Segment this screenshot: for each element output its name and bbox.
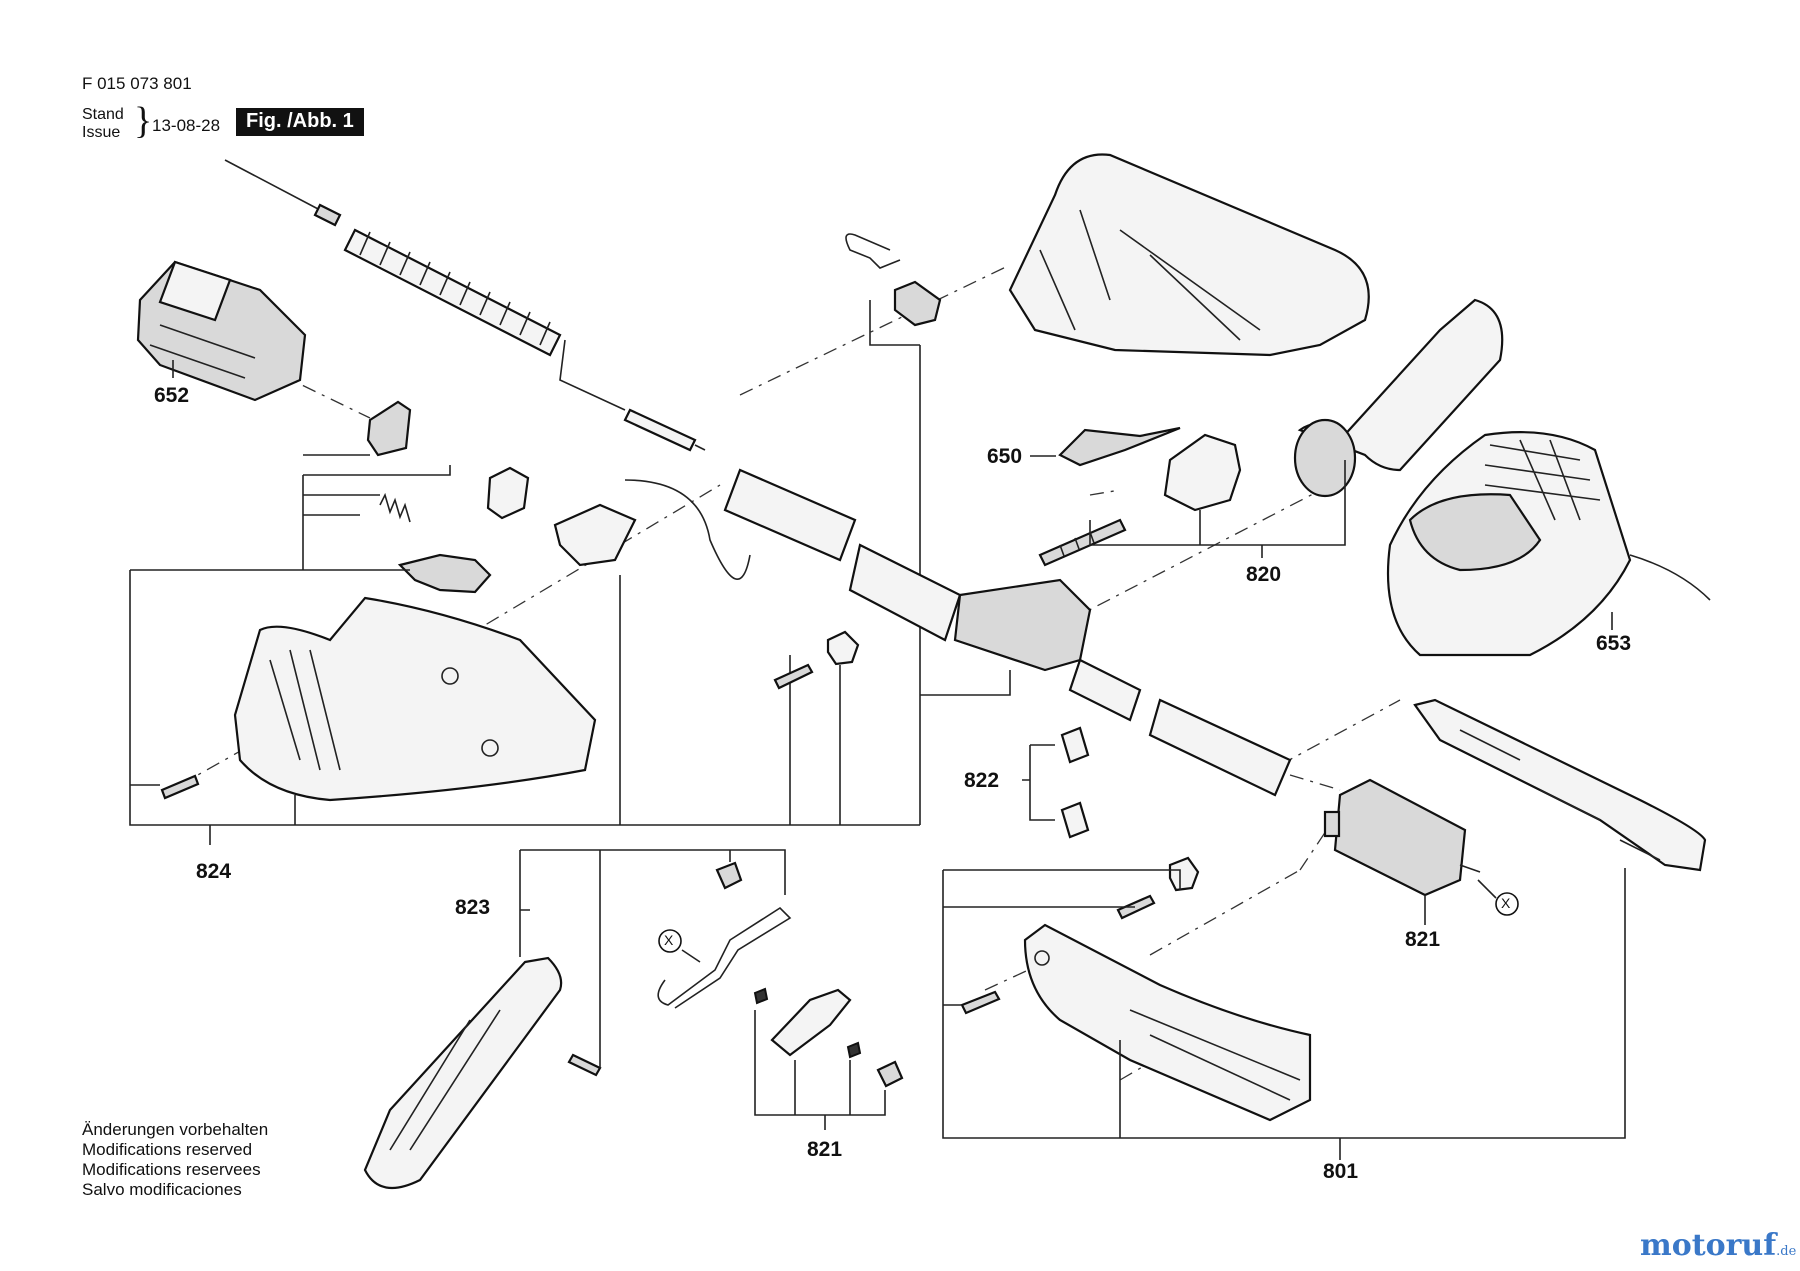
- watermark-brand: motoruf: [1640, 1228, 1777, 1263]
- stand-label: Stand: [82, 106, 124, 123]
- seal-part: [753, 987, 862, 1059]
- motor-part: [1323, 778, 1481, 897]
- left-housing-shell-part: [233, 596, 597, 802]
- axis-line: [1279, 699, 1401, 766]
- callout-820: 820: [1246, 563, 1282, 586]
- x-marker-left-label: X: [664, 932, 674, 948]
- axis-line: [1289, 774, 1341, 791]
- screw-part: [773, 663, 814, 690]
- assembly-bracket-824: [129, 345, 921, 826]
- callout-821-right: 821: [1405, 928, 1441, 951]
- screw-part: [567, 1053, 602, 1077]
- side-cover-part: [363, 956, 563, 1190]
- assembly-bracket: [869, 300, 920, 346]
- auxiliary-handle-part: [1293, 298, 1504, 498]
- led-holder-part: [553, 479, 751, 580]
- stand-issue-labels: Stand Issue: [82, 106, 124, 142]
- axis-line: [1299, 824, 1331, 871]
- issue-date: 13-08-28: [152, 116, 221, 135]
- assembly-bracket-801: [942, 868, 1626, 1139]
- callout-801: 801: [1323, 1160, 1359, 1183]
- lever-part: [1058, 426, 1181, 467]
- axis-line: [459, 484, 721, 641]
- watermark-tld: .de: [1776, 1244, 1797, 1259]
- callout-823: 823: [455, 896, 491, 919]
- leader-line: [1477, 879, 1497, 899]
- assembly-bracket: [920, 670, 1011, 696]
- callout-650: 650: [987, 445, 1023, 468]
- switch-part: [770, 988, 852, 1057]
- x-marker: [1495, 892, 1519, 916]
- switch-clip-part: [366, 400, 412, 457]
- housing-rail-part: [1413, 698, 1707, 872]
- note-line-es: Salvo modificaciones: [82, 1180, 242, 1199]
- assembly-bracket-822: [1022, 744, 1055, 821]
- issue-label: Issue: [82, 124, 121, 141]
- x-marker: [658, 929, 682, 953]
- x-marker-right-label: X: [1501, 895, 1511, 911]
- screw-part: [876, 1060, 904, 1088]
- note-line-de: Änderungen vorbehalten: [82, 1120, 269, 1139]
- axis-line: [1069, 479, 1341, 621]
- upper-housing-shell-part: [1008, 153, 1370, 357]
- axis-line: [1089, 489, 1121, 496]
- screw-part: [715, 861, 743, 890]
- assembly-bracket-820: [1089, 460, 1346, 546]
- handle-mount-part: [1163, 433, 1242, 512]
- assembly-bracket-821-center: [754, 1010, 886, 1130]
- battery-pack-part: [136, 260, 307, 402]
- axis-line: [984, 959, 1051, 991]
- clip-part: [826, 630, 860, 666]
- spring-part: [379, 492, 411, 523]
- document-number: F 015 073 801: [82, 74, 192, 93]
- screw-part: [960, 894, 1156, 1015]
- motoruf-watermark: motoruf.de: [1640, 1228, 1796, 1263]
- note-line-fr: Modifications reservees: [82, 1160, 261, 1179]
- telescope-tube-part: [723, 468, 1292, 797]
- callout-653: 653: [1596, 632, 1632, 655]
- sleeve-part: [1060, 726, 1090, 839]
- u-clamp-part: [845, 233, 901, 269]
- figure-label: Fig. /Abb. 1: [236, 108, 364, 136]
- switch-part: [486, 466, 530, 520]
- axis-line: [739, 264, 1011, 396]
- leader-line: [681, 949, 701, 963]
- callout-821-center: 821: [807, 1138, 843, 1161]
- charger-part: [1386, 431, 1711, 657]
- modification-notes: Änderungen vorbehalten Modifications res…: [82, 1120, 268, 1200]
- latch-part: [893, 280, 942, 327]
- callout-824: 824: [196, 860, 232, 883]
- clip-part: [1168, 856, 1200, 892]
- lower-housing-shell-part: [1023, 923, 1312, 1122]
- brace-glyph: }: [134, 100, 153, 142]
- lock-slider-part: [397, 553, 492, 594]
- bolt-part: [1038, 518, 1127, 567]
- callout-652: 652: [154, 384, 190, 407]
- axis-line: [274, 371, 371, 419]
- spiral-cable-part: [224, 159, 706, 452]
- callout-822: 822: [964, 769, 1000, 792]
- assembly-bracket-823: [519, 849, 786, 1068]
- screw-part: [160, 774, 200, 800]
- wire-bracket-part: [657, 906, 792, 1009]
- note-line-en: Modifications reserved: [82, 1140, 253, 1159]
